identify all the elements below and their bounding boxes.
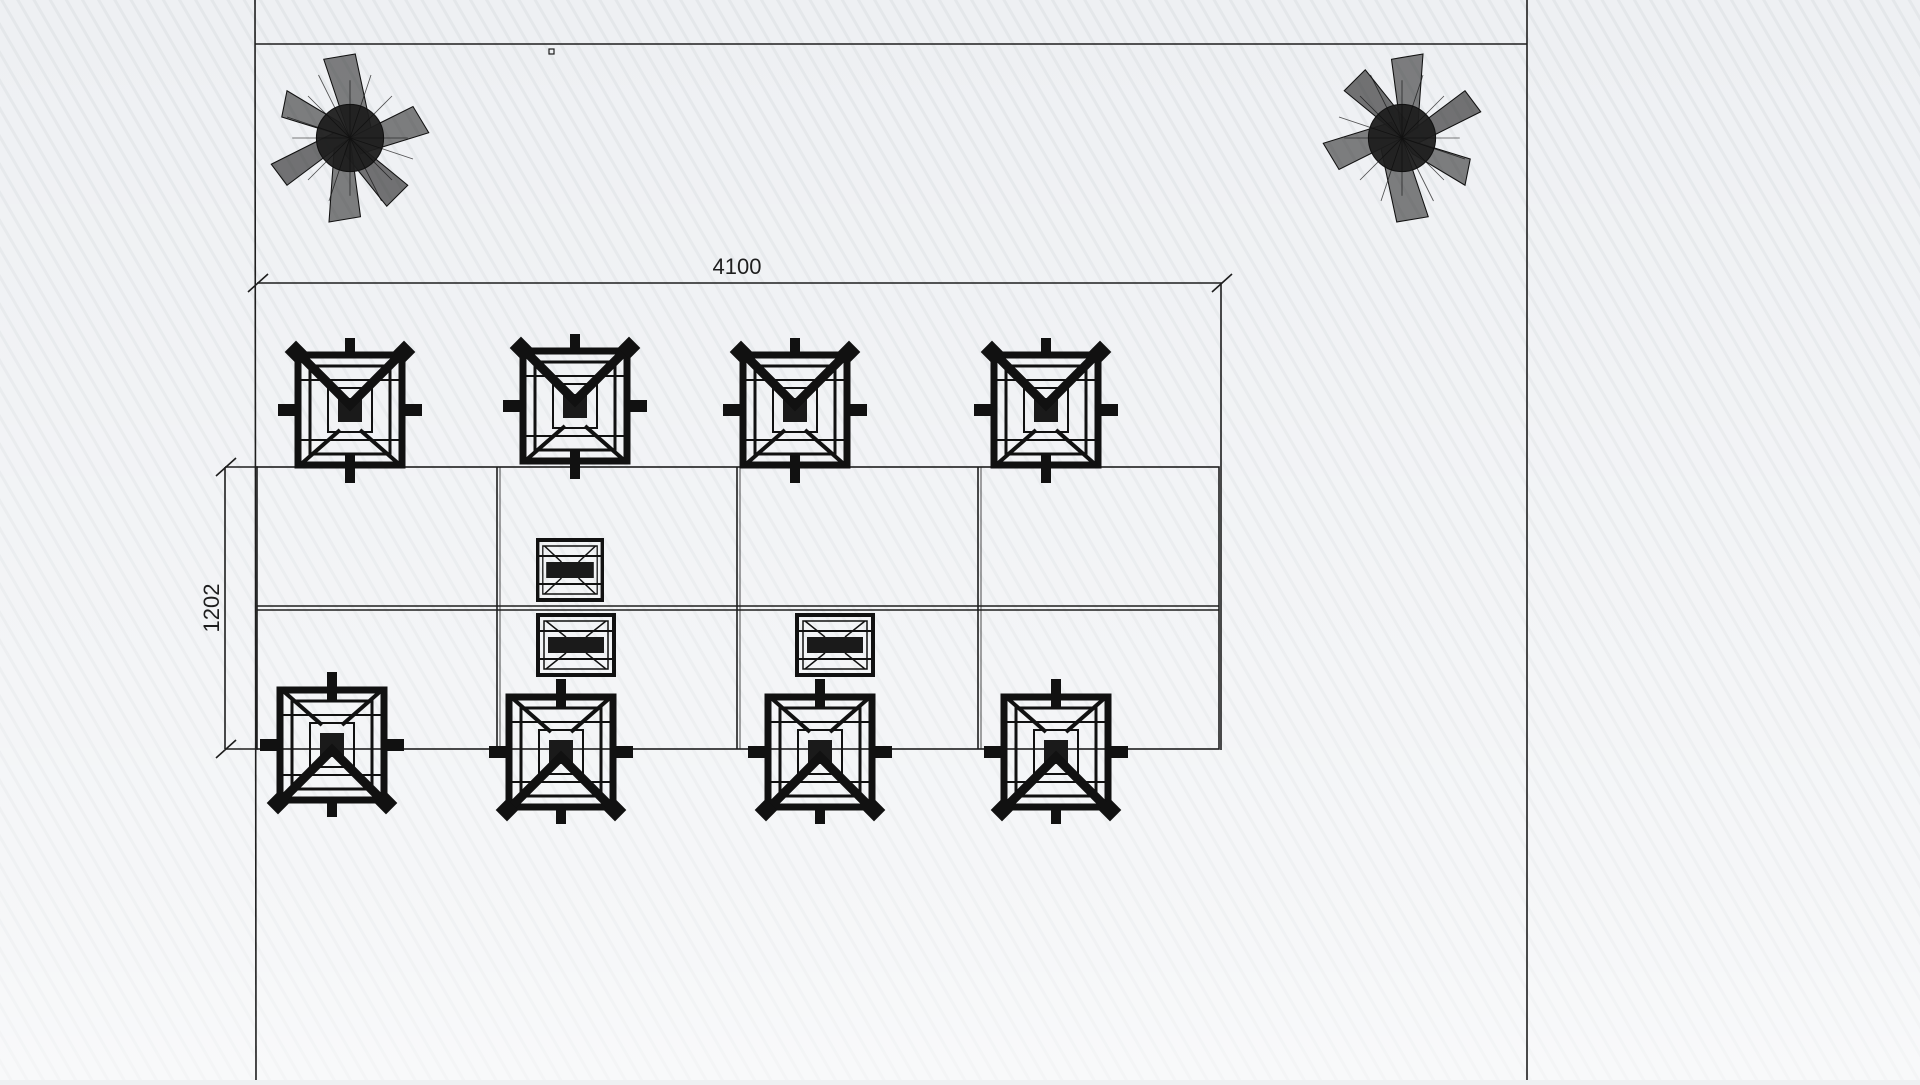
width-dimension xyxy=(247,273,1233,750)
height-dimension-label: 1202 xyxy=(199,584,224,633)
width-dimension-label: 4100 xyxy=(713,254,762,279)
height-dimension xyxy=(215,457,258,759)
stage-platform xyxy=(256,466,1220,750)
room-outline xyxy=(254,0,1528,1081)
